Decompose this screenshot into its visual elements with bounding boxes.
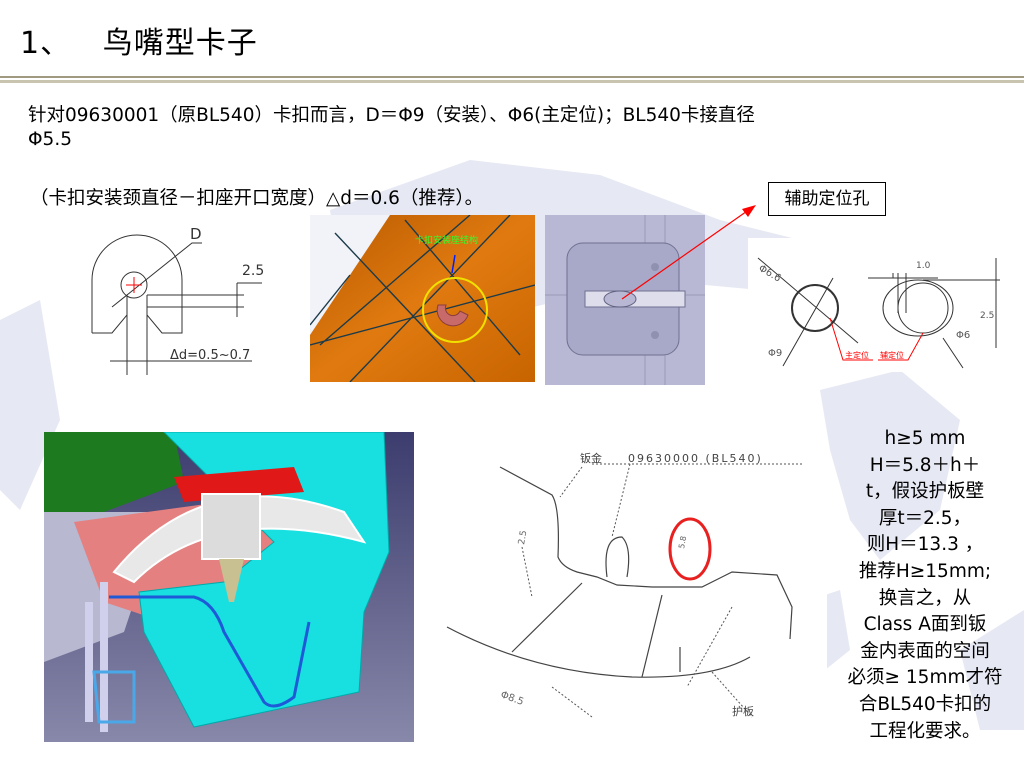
auxiliary-hole-callout: 辅助定位孔 [768,182,886,216]
note-line: H＝5.8＋h＋ [869,454,981,476]
paragraph-line-3: （卡扣安装颈直径－扣座开口宽度）△d＝0.6（推荐）。 [30,188,484,209]
dim-2-5-side: 2.5 [980,311,994,321]
sheet-metal-label: 钣金 [580,451,602,465]
render-caption: 卡扣安装座结构 [415,234,478,246]
paragraph-line-1: 针对09630001（原BL540）卡扣而言，D＝Φ9（安装）、Φ6(主定位)；… [28,105,755,126]
note-line: 必须≥ 15mm才符 [847,667,1003,689]
primary-locating-label: 主定位 [845,350,869,360]
section-dimension-drawing: 钣金 09630000 (BL540) 护板 2.5 Φ8.5 5.8 [432,437,827,730]
note-line: Class A面到钣 [863,614,987,636]
dim-circled: 5.8 [677,535,688,549]
dim-phi-6: Φ6 [956,330,970,341]
title-divider-secondary [0,80,1024,83]
dim-phi-9: Φ9 [768,348,782,359]
note-line: 工程化要求。 [869,720,981,742]
slide-title: 1、 鸟嘴型卡子 [20,26,258,61]
note-line: 金内表面的空间 [860,640,990,662]
note-line: 则H＝13.3 ， [866,534,984,556]
dim-2-5: 2.5 [242,263,264,279]
locating-hole-drawing: Φ6.6 Φ9 主定位 辅定位 1.0 2.5 Φ6 [748,238,1005,372]
dim-1-0: 1.0 [916,261,931,271]
panel-label: 护板 [732,704,754,718]
d-label: D [190,225,202,243]
note-line: 换言之，从 [878,587,972,609]
note-line: h≥5 mm [884,428,966,449]
clip-dimension-drawing: D 2.5 Δd=0.5~0.7 [62,215,280,381]
auxiliary-hole-render [545,215,705,385]
callout-arrow [621,205,756,300]
note-line: t，假设护板壁 [865,481,985,503]
note-line: 推荐H≥15mm; [858,560,992,582]
title-divider [0,76,1024,78]
note-line: 厚t＝2.5， [878,507,972,529]
secondary-locating-label: 辅定位 [880,350,904,360]
clip-part-label: 09630000 (BL540) [628,452,763,465]
delta-d-label: Δd=0.5~0.7 [170,348,250,363]
requirement-note: h≥5 mm H＝5.8＋h＋ t，假设护板壁 厚t＝2.5， 则H＝13.3 … [832,426,1018,745]
cad-section-render [44,432,414,742]
clip-seat-render: 卡扣安装座结构 [310,215,535,382]
dim-left: 2.5 [517,530,529,546]
note-line: 合BL540卡扣的 [858,693,992,715]
paragraph-line-2: Φ5.5 [28,129,72,150]
